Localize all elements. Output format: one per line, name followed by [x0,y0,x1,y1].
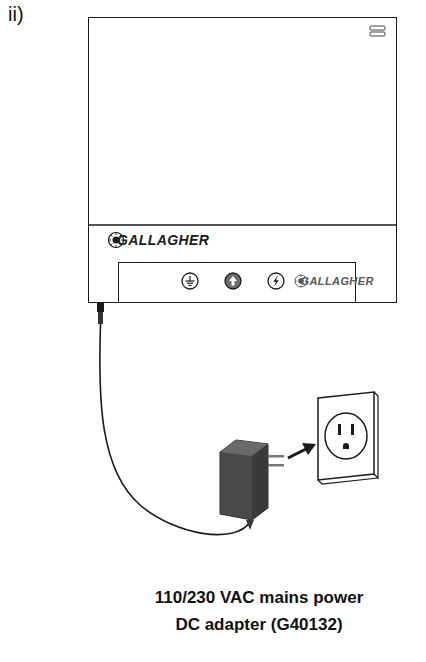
energizer-body: GALLAGHERGALLAGHER [88,17,397,303]
fence-terminal [268,273,284,289]
brand-logo: GALLAGHER [301,275,374,287]
figure-label: ii) [8,3,24,26]
brand-logo: GALLAGHER [117,232,209,248]
dc-plug [97,303,104,324]
terminal-panel: GALLAGHER [118,262,356,304]
wall-outlet [318,392,378,484]
status-button [225,273,241,289]
figure-caption: 110/230 VAC mains power DC adapter (G401… [152,584,366,638]
dc-adapter [220,440,284,530]
menu-icon [370,26,385,36]
earth-terminal [182,273,198,289]
band-line [88,224,397,226]
insert-arrow [288,443,316,458]
